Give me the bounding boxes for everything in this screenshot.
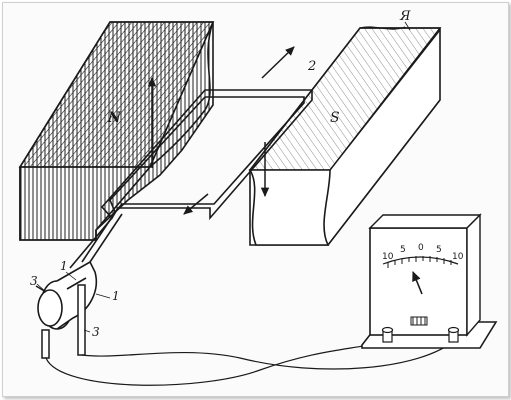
galvanometer: 10 5 0 5 10 xyxy=(361,213,498,349)
label-brush-left: 3 xyxy=(30,274,38,288)
brush-right xyxy=(77,284,86,356)
scale-mark: 0 xyxy=(418,243,424,253)
leader-lines xyxy=(36,21,411,333)
south-magnet xyxy=(248,26,442,246)
brush-left xyxy=(41,329,50,359)
scale-mark: 10 xyxy=(382,252,394,262)
label-armature: Я xyxy=(399,9,411,24)
label-ring-right: 1 xyxy=(112,289,120,303)
scale-mark: 10 xyxy=(452,252,464,262)
wire-frame xyxy=(69,89,313,269)
motion-arrow-down xyxy=(183,193,209,215)
label-brush-right: 3 xyxy=(92,325,100,339)
north-magnet xyxy=(18,21,215,241)
brushes xyxy=(35,284,86,359)
scale-mark: 5 xyxy=(436,245,442,255)
force-arrows xyxy=(147,46,295,215)
terminal-left xyxy=(381,326,394,343)
slip-rings xyxy=(37,260,97,330)
scale-mark: 5 xyxy=(400,245,406,255)
needle xyxy=(412,270,423,295)
label-frame: 2 xyxy=(307,59,316,74)
adjust-screw xyxy=(410,316,428,326)
label-south: S xyxy=(330,110,340,126)
terminal-right xyxy=(447,326,460,343)
label-ring-left: 1 xyxy=(60,259,68,273)
connecting-wires xyxy=(45,337,456,386)
label-north: N xyxy=(107,110,122,126)
motion-arrow-up xyxy=(261,46,295,79)
